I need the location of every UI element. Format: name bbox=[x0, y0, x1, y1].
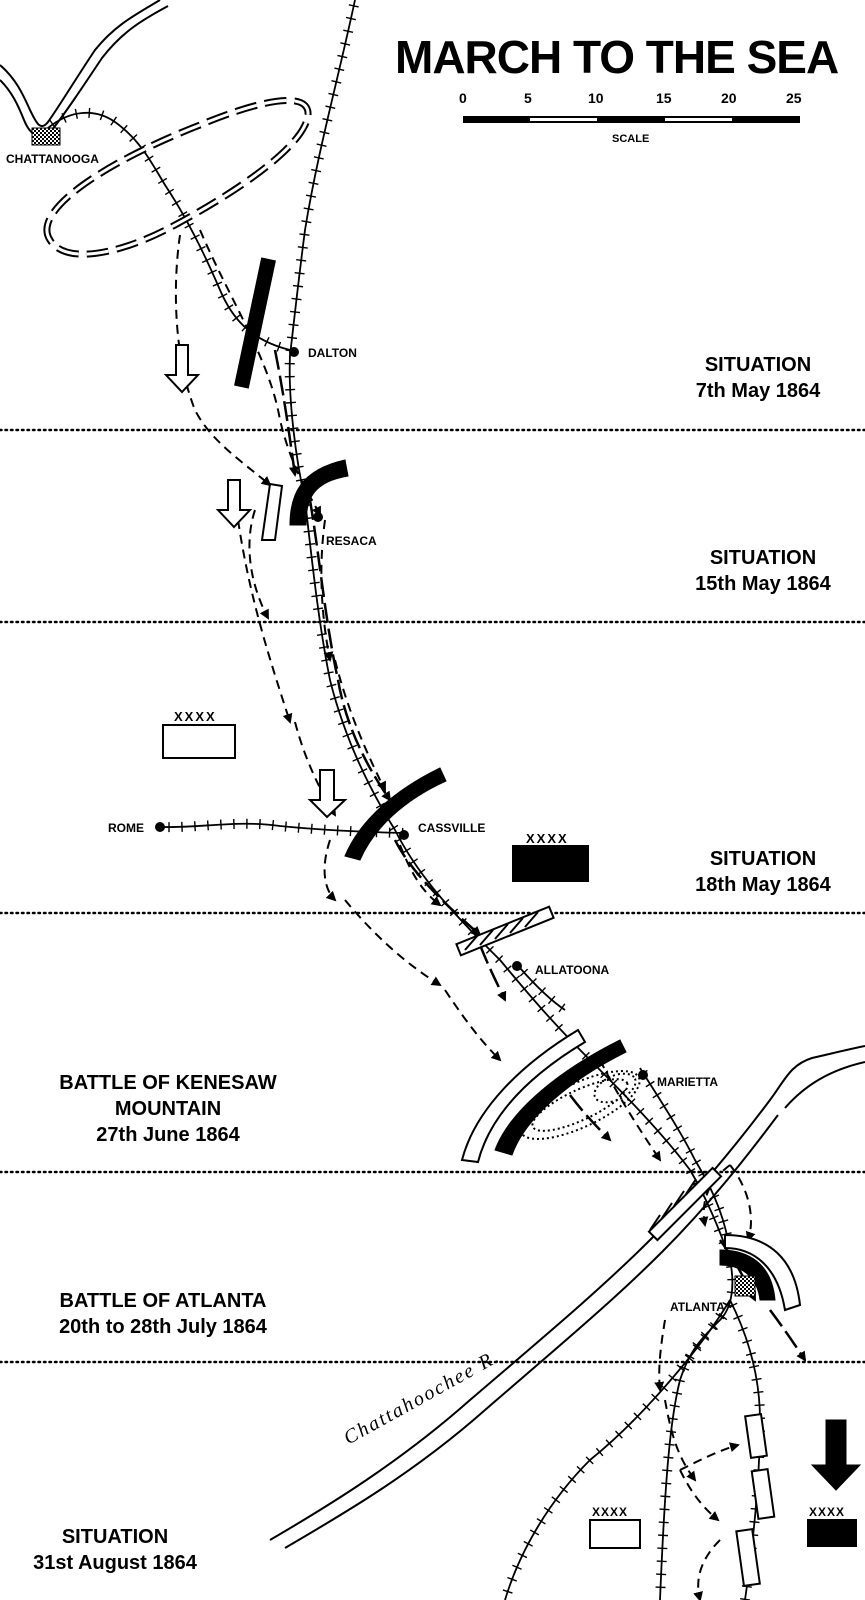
map-title: MARCH TO THE SEA bbox=[395, 31, 839, 83]
town-resaca: RESACA bbox=[326, 534, 377, 548]
period-date: 15th May 1864 bbox=[695, 573, 831, 595]
unit-symbol-2: XXXX bbox=[526, 831, 569, 846]
period-heading: SITUATION bbox=[61, 1526, 169, 1548]
period-kenesaw: BATTLE OF KENESAW MOUNTAIN 27th June 186… bbox=[28, 1070, 308, 1148]
scale-tick-20: 20 bbox=[721, 90, 737, 106]
period-separators bbox=[0, 428, 865, 1364]
town-dots bbox=[155, 347, 648, 1080]
town-allatoona: ALLATOONA bbox=[535, 963, 610, 977]
period-7-may: SITUATION 7th May 1864 bbox=[668, 352, 848, 404]
town-dalton: DALTON bbox=[308, 346, 357, 360]
period-18-may: SITUATION 18th May 1864 bbox=[673, 846, 853, 898]
chattanooga-marker bbox=[31, 127, 61, 146]
period-date: 20th to 28th July 1864 bbox=[59, 1316, 267, 1338]
confederate-positions bbox=[234, 257, 862, 1491]
unit-symbol-4: XXXX bbox=[809, 1505, 846, 1519]
town-chattanooga: CHATTANOOGA bbox=[6, 152, 99, 166]
scale-tick-15: 15 bbox=[656, 90, 672, 106]
scale-bar bbox=[463, 116, 800, 123]
scale-tick-5: 5 bbox=[524, 90, 532, 106]
tennessee-river bbox=[0, 0, 169, 138]
town-cassville: CASSVILLE bbox=[418, 821, 486, 835]
period-date: 7th May 1864 bbox=[695, 380, 821, 402]
unit-symbol-1: XXXX bbox=[174, 709, 217, 724]
period-date: 27th June 1864 bbox=[96, 1124, 240, 1146]
atlanta-marker bbox=[734, 1275, 756, 1297]
scale-tick-0: 0 bbox=[459, 90, 467, 106]
chattahoochee-river bbox=[269, 1045, 865, 1549]
union-positions bbox=[163, 344, 802, 1587]
period-31-aug: SITUATION 31st August 1864 bbox=[25, 1524, 205, 1576]
period-date: 31st August 1864 bbox=[33, 1552, 197, 1574]
period-atlanta: BATTLE OF ATLANTA 20th to 28th July 1864 bbox=[18, 1288, 308, 1340]
unit-symbol-3: XXXX bbox=[592, 1505, 629, 1519]
scale-tick-25: 25 bbox=[786, 90, 802, 106]
chattanooga-oval bbox=[43, 97, 312, 258]
chattanooga-oval-inner bbox=[45, 99, 310, 256]
period-heading: SITUATION bbox=[709, 547, 817, 569]
town-marietta: MARIETTA bbox=[657, 1075, 719, 1089]
period-heading: SITUATION bbox=[704, 354, 812, 376]
town-atlanta: ATLANTA bbox=[670, 1300, 725, 1314]
union-routes bbox=[174, 229, 756, 1600]
army-group-boxes bbox=[162, 724, 857, 1549]
period-heading: BATTLE OF KENESAW bbox=[59, 1072, 277, 1094]
town-rome: ROME bbox=[108, 821, 144, 835]
period-heading-2: MOUNTAIN bbox=[114, 1098, 222, 1120]
scale-tick-10: 10 bbox=[588, 90, 604, 106]
period-15-may: SITUATION 15th May 1864 bbox=[673, 545, 853, 597]
retreat-bar-stripes bbox=[464, 911, 697, 1231]
scale-label: SCALE bbox=[612, 133, 650, 145]
period-date: 18th May 1864 bbox=[695, 874, 831, 896]
period-heading: SITUATION bbox=[709, 848, 817, 870]
period-heading: BATTLE OF ATLANTA bbox=[59, 1290, 267, 1312]
